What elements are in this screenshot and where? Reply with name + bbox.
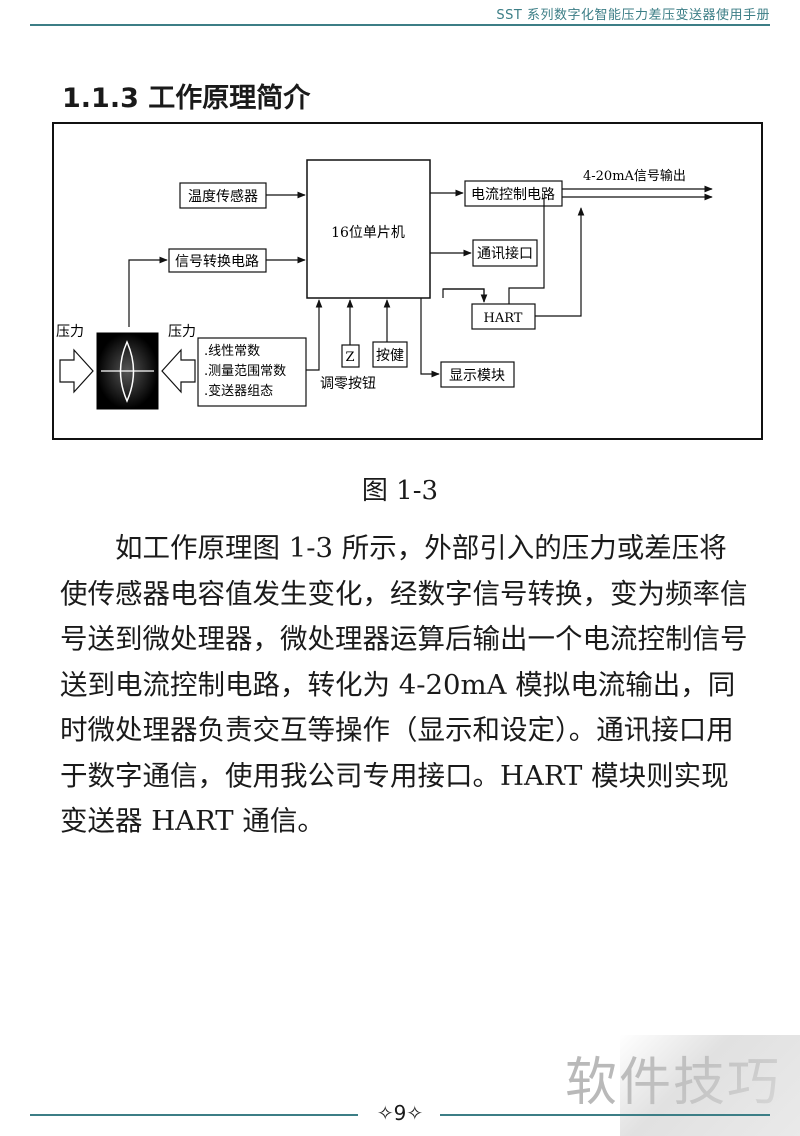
comm-interface-block <box>472 239 538 267</box>
pressure-right-arrow <box>161 348 196 394</box>
key-label: 按健 <box>376 348 404 364</box>
temp-sensor-label: 温度传感器 <box>188 188 258 205</box>
mcu-label: 16位单片机 <box>331 225 405 241</box>
body-paragraph-text: 如工作原理图 1-3 所示，外部引入的压力或差压将使传感器电容值发生变化，经数字… <box>60 532 748 837</box>
pressure-left-label: 压力 <box>56 324 84 340</box>
param-range: .测量范围常数 <box>204 364 286 379</box>
display-label: 显示模块 <box>449 368 505 384</box>
comm-interface-label: 通讯接口 <box>477 245 533 262</box>
header-title: SST 系列数字化智能压力差压变送器使用手册 <box>496 8 770 23</box>
diagram-frame <box>52 122 763 440</box>
sensor-diaphragm <box>119 340 135 403</box>
current-control-label: 电流控制电路 <box>471 187 555 203</box>
hart-block <box>471 303 536 330</box>
figure-caption: 图 1-3 <box>361 476 439 506</box>
output-label: 4-20mA信号输出 <box>583 168 686 184</box>
hart-label: HART <box>484 311 523 326</box>
pressure-right-label: 压力 <box>168 324 196 340</box>
working-principle-diagram: 16位单片机 温度传感器 信号转换电路 电流控制电路 4-20mA信号输出 通讯… <box>52 122 763 440</box>
temp-sensor-block <box>179 182 267 209</box>
signal-conversion-label: 信号转换电路 <box>175 253 259 270</box>
watermark-overlay <box>620 1035 800 1136</box>
footer-line-right <box>440 1114 770 1116</box>
section-title: 1.1.3 工作原理简介 <box>62 83 311 114</box>
param-config: .变送器组态 <box>204 383 273 399</box>
zero-button-label: 调零按钮 <box>320 376 376 392</box>
mcu-block <box>306 159 431 299</box>
page-number: ✧9✧ <box>376 1101 424 1125</box>
param-linear: .线性常数 <box>204 344 260 359</box>
current-control-block <box>464 180 563 207</box>
key-block <box>372 341 408 368</box>
pressure-left-arrow <box>59 348 94 394</box>
header-line <box>30 24 770 26</box>
display-block <box>440 361 515 388</box>
body-paragraph: 如工作原理图 1-3 所示，外部引入的压力或差压将使传感器电容值发生变化，经数字… <box>60 526 750 845</box>
footer-line-left <box>30 1114 358 1116</box>
parameters-block <box>197 337 307 407</box>
z-button-label: Z <box>345 350 354 365</box>
